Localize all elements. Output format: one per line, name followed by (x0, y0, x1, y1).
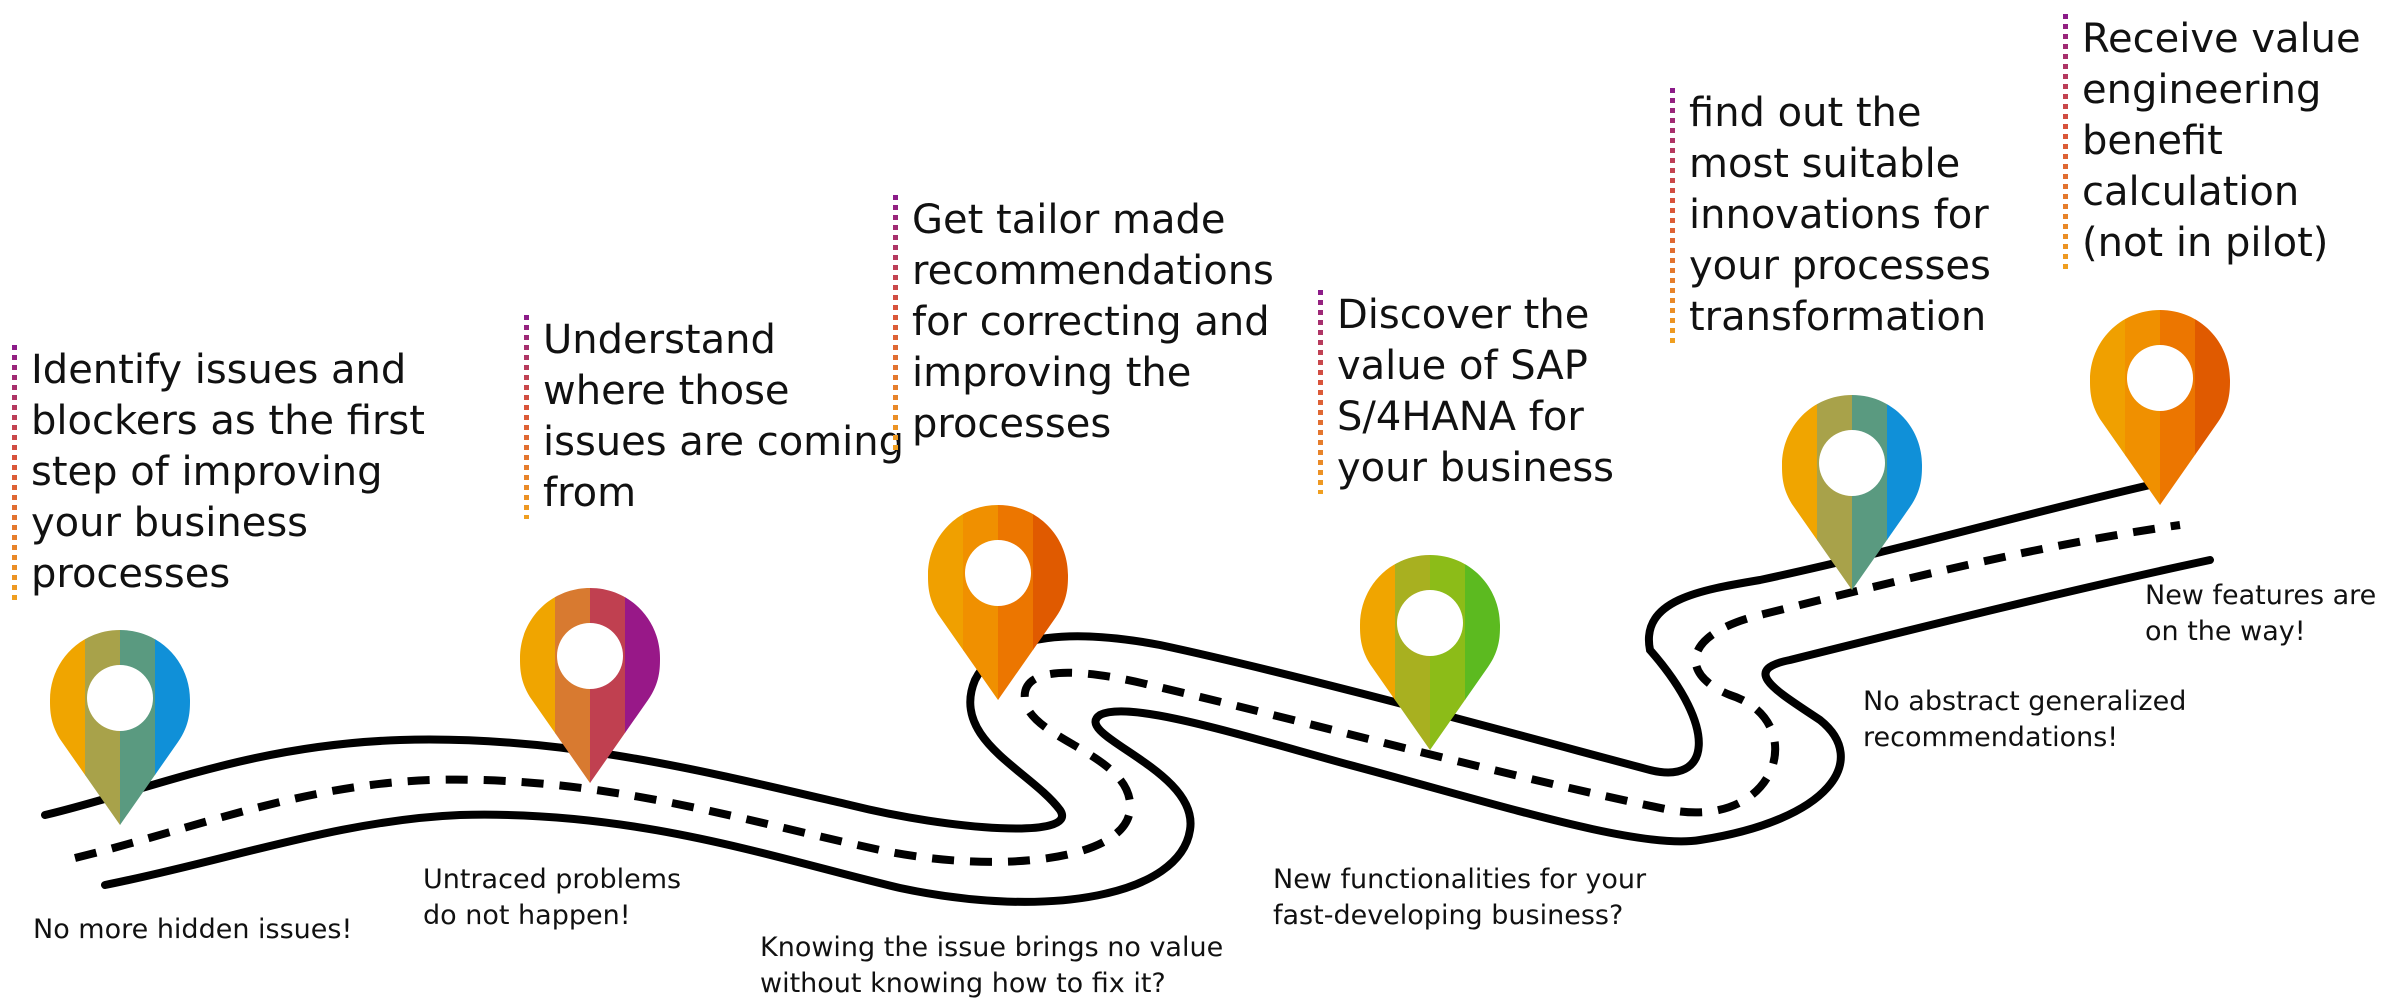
map-pin-icon (2090, 310, 2230, 505)
step-4: Discover the value of SAP S/4HANA for yo… (1318, 290, 1614, 494)
step-divider (12, 345, 17, 600)
step-2: Understand where those issues are coming… (524, 315, 904, 519)
road-center-dashes (74, 521, 2181, 866)
caption-6: New features are on the way! (2145, 580, 2377, 647)
caption-5: No abstract generalized recommendations! (1863, 686, 2187, 753)
step-text: Receive value engineering benefit calcul… (2082, 16, 2361, 266)
step-text: Identify issues and blockers as the firs… (31, 347, 425, 597)
step-text: Get tailor made recommendations for corr… (912, 197, 1274, 447)
step-divider (524, 315, 529, 519)
map-pin-icon (928, 505, 1068, 700)
caption-1: No more hidden issues! (33, 914, 353, 945)
step-text: Discover the value of SAP S/4HANA for yo… (1337, 292, 1614, 491)
map-pin-icon (50, 630, 190, 825)
step-3: Get tailor made recommendations for corr… (893, 195, 1274, 450)
caption-2: Untraced problems do not happen! (423, 864, 682, 931)
step-5: find out the most suitable innovations f… (1670, 88, 1991, 343)
map-pin-icon (520, 588, 660, 783)
step-divider (1318, 290, 1323, 494)
step-1: Identify issues and blockers as the firs… (12, 345, 425, 600)
step-6: Receive value engineering benefit calcul… (2063, 14, 2361, 269)
step-text: Understand where those issues are coming… (543, 317, 904, 516)
step-text: find out the most suitable innovations f… (1689, 90, 1991, 340)
road-lower-edge (101, 556, 2214, 906)
step-divider (2063, 14, 2068, 269)
step-divider (1670, 88, 1675, 343)
step-divider (893, 195, 898, 450)
caption-3: Knowing the issue brings no value withou… (760, 932, 1224, 999)
map-pin-icon (1782, 395, 1922, 590)
caption-4: New functionalities for your fast-develo… (1273, 864, 1647, 931)
